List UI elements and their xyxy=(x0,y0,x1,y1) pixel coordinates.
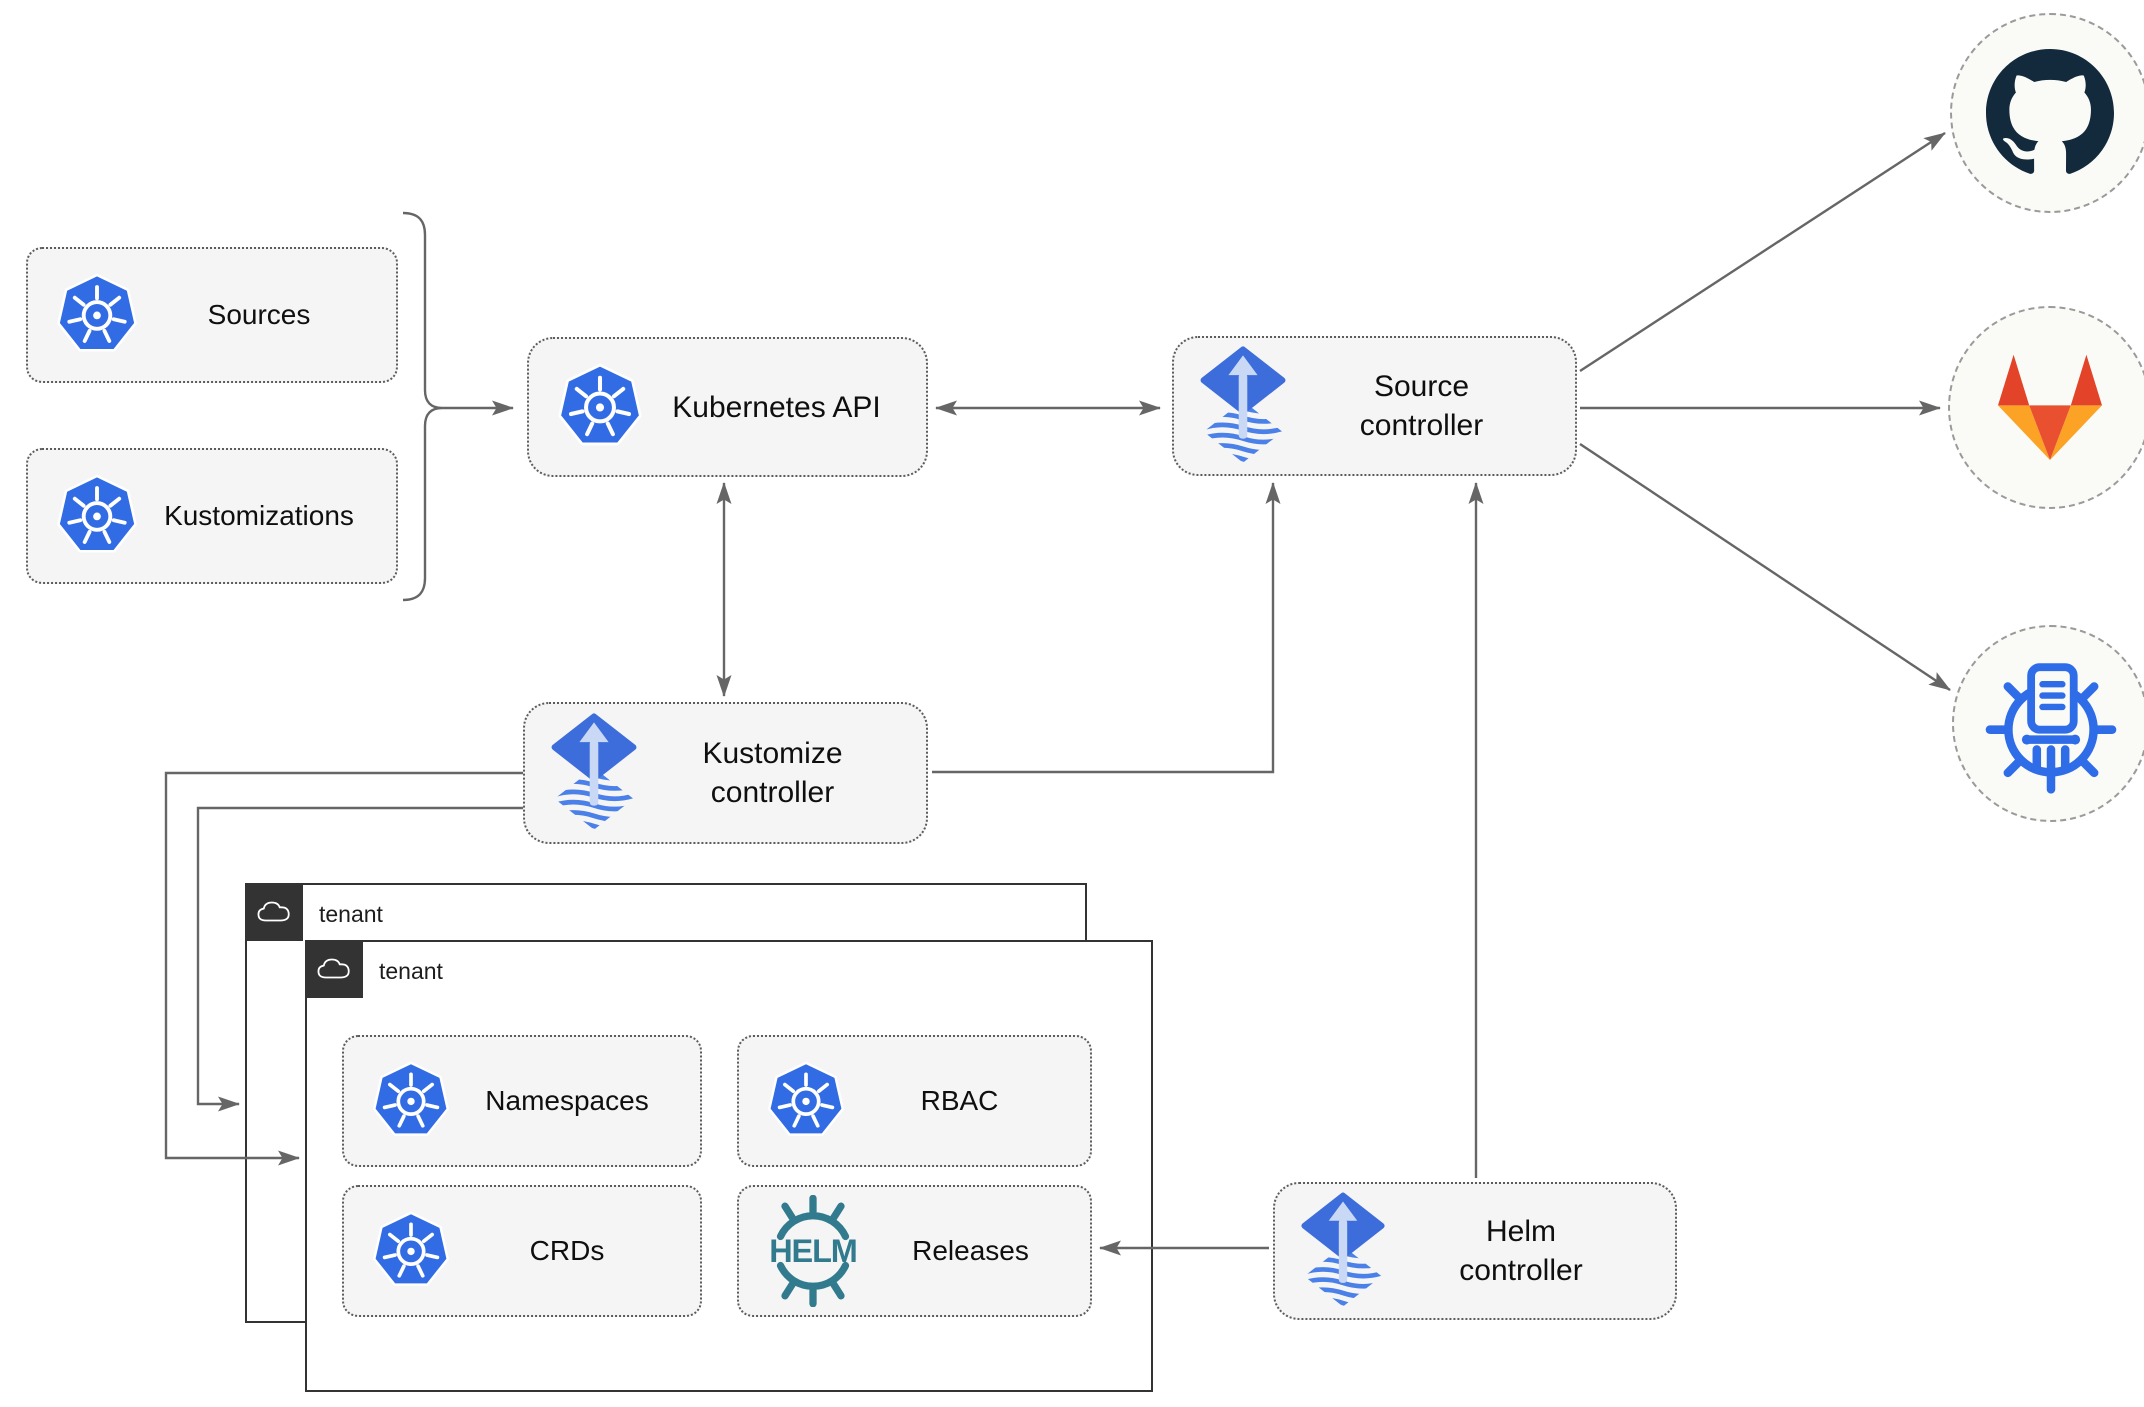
chartmuseum-icon xyxy=(1980,653,2122,795)
node-label: Releases xyxy=(912,1234,1029,1266)
edge-kustomize-source xyxy=(932,482,1281,774)
flux-icon xyxy=(551,713,637,833)
helm-icon: HELM xyxy=(757,1195,869,1307)
external-gitlab xyxy=(1948,306,2144,509)
edge-source-github xyxy=(1579,131,1946,373)
tenant-label: tenant xyxy=(379,958,443,984)
tenant-badge xyxy=(304,939,363,998)
node-namespaces: Namespaces xyxy=(342,1035,702,1167)
node-helm-controller: Helm controller xyxy=(1273,1182,1677,1320)
edge-brace xyxy=(402,211,443,602)
kubernetes-icon xyxy=(370,1211,452,1291)
node-rbac: RBAC xyxy=(737,1035,1092,1167)
cloud-icon xyxy=(316,956,352,981)
helm-logo-text: HELM xyxy=(769,1233,857,1269)
node-label: Kubernetes API xyxy=(672,390,881,424)
node-label: Source controller xyxy=(1359,370,1484,442)
kubernetes-icon xyxy=(555,363,645,451)
flux-icon xyxy=(1301,1192,1385,1310)
kubernetes-icon xyxy=(370,1061,452,1141)
node-label: Kustomizations xyxy=(164,499,354,531)
github-icon xyxy=(1986,49,2114,177)
node-kustomizations: Kustomizations xyxy=(26,448,398,584)
gitlab-icon xyxy=(1985,348,2115,468)
node-kustomize-controller: Kustomize controller xyxy=(523,702,928,844)
node-crds: CRDs xyxy=(342,1185,702,1317)
kubernetes-icon xyxy=(765,1061,847,1141)
external-github xyxy=(1950,13,2144,213)
node-label: Kustomize controller xyxy=(702,737,843,809)
kubernetes-icon xyxy=(54,273,140,357)
node-label: CRDs xyxy=(529,1234,605,1266)
flux-icon xyxy=(1200,346,1286,466)
node-sources: Sources xyxy=(26,247,398,383)
node-kubernetes-api: Kubernetes API xyxy=(527,337,928,477)
kubernetes-icon xyxy=(54,474,140,558)
node-label: RBAC xyxy=(920,1084,999,1116)
tenant-label: tenant xyxy=(319,901,383,927)
node-label: Helm controller xyxy=(1459,1215,1583,1287)
external-chartmuseum xyxy=(1952,625,2144,822)
tenant-badge xyxy=(244,882,303,941)
edge-source-chartmuseum xyxy=(1579,443,1951,691)
cloud-icon xyxy=(256,899,292,924)
node-label: Namespaces xyxy=(485,1084,649,1116)
node-releases: HELM Releases xyxy=(737,1185,1092,1317)
node-source-controller: Source controller xyxy=(1172,336,1577,476)
node-label: Sources xyxy=(207,298,311,330)
